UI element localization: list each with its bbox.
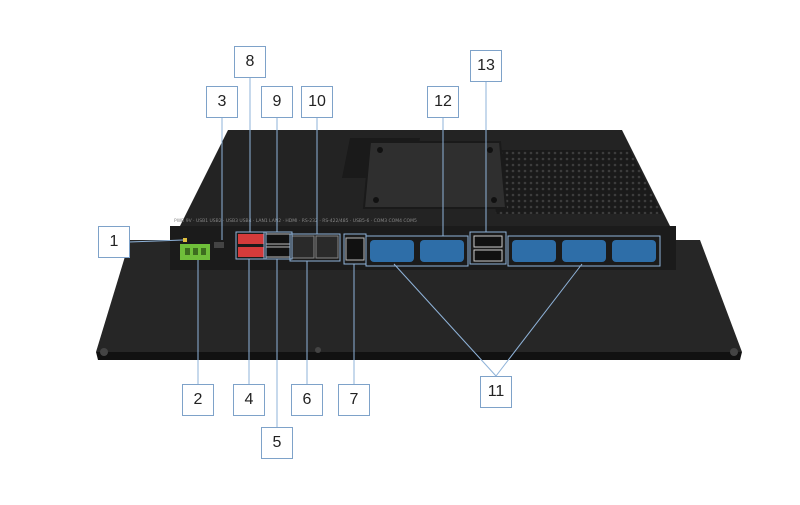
leader-line-11b — [495, 263, 583, 377]
highlight-frame — [469, 231, 507, 265]
vesa-mount-plate — [362, 141, 508, 209]
callout-7: 7 — [338, 384, 370, 416]
callout-label: 1 — [109, 233, 119, 250]
leader-line-11a — [393, 263, 497, 377]
usb-port-red — [238, 234, 264, 244]
callout-label: 9 — [272, 93, 282, 110]
callout-10: 10 — [301, 86, 333, 118]
leader-line-1 — [128, 239, 184, 243]
usb-port-black — [265, 233, 291, 245]
vesa-hole — [491, 197, 497, 203]
callout-label: 3 — [217, 93, 227, 110]
highlight-frame — [235, 231, 267, 260]
highlight-frame — [507, 235, 661, 267]
power-terminal-pin — [185, 248, 190, 255]
callout-11: 11 — [480, 376, 512, 408]
callout-label: 7 — [349, 391, 359, 408]
callout-label: 5 — [272, 434, 282, 451]
power-terminal-pin — [201, 248, 206, 255]
mount-screw — [100, 348, 108, 356]
callout-label: 4 — [244, 391, 254, 408]
usb-port-black — [265, 246, 291, 258]
callout-label: 6 — [302, 391, 312, 408]
io-panel-silkscreen: PWR 9V · USB1 USB2 · USB3 USB4 · LAN1 LA… — [174, 218, 417, 224]
vesa-hole — [373, 197, 379, 203]
callout-label: 11 — [487, 383, 505, 400]
usb-stack-port — [473, 235, 503, 248]
vesa-hole — [487, 147, 493, 153]
callout-1: 1 — [98, 226, 130, 258]
callout-label: 12 — [434, 93, 452, 110]
callout-5: 5 — [261, 427, 293, 459]
callout-9: 9 — [261, 86, 293, 118]
highlight-frame — [263, 231, 293, 260]
com-port — [612, 240, 656, 262]
callout-label: 13 — [477, 57, 495, 74]
highlight-frame — [289, 233, 341, 262]
callout-6: 6 — [291, 384, 323, 416]
callout-label: 2 — [193, 391, 203, 408]
mount-screw — [315, 347, 321, 353]
lan-port — [315, 235, 339, 259]
callout-label: 10 — [308, 93, 326, 110]
usb-port-red — [238, 247, 264, 257]
device-bezel-edge — [96, 352, 742, 360]
callout-12: 12 — [427, 86, 459, 118]
callout-3: 3 — [206, 86, 238, 118]
mount-screw — [730, 348, 738, 356]
usb-stack-port — [473, 249, 503, 262]
power-led — [183, 238, 187, 242]
com-port — [512, 240, 556, 262]
lan-port — [291, 235, 315, 259]
vesa-hole — [377, 147, 383, 153]
hdmi-port — [345, 237, 365, 261]
com-port — [370, 240, 414, 262]
power-button — [214, 242, 224, 248]
com-port — [562, 240, 606, 262]
power-terminal-pin — [193, 248, 198, 255]
vent-grille — [490, 150, 662, 214]
callout-13: 13 — [470, 50, 502, 82]
callout-2: 2 — [182, 384, 214, 416]
com-port — [420, 240, 464, 262]
callout-label: 8 — [245, 53, 255, 70]
highlight-frame — [365, 235, 469, 267]
callout-4: 4 — [233, 384, 265, 416]
callout-8: 8 — [234, 46, 266, 78]
